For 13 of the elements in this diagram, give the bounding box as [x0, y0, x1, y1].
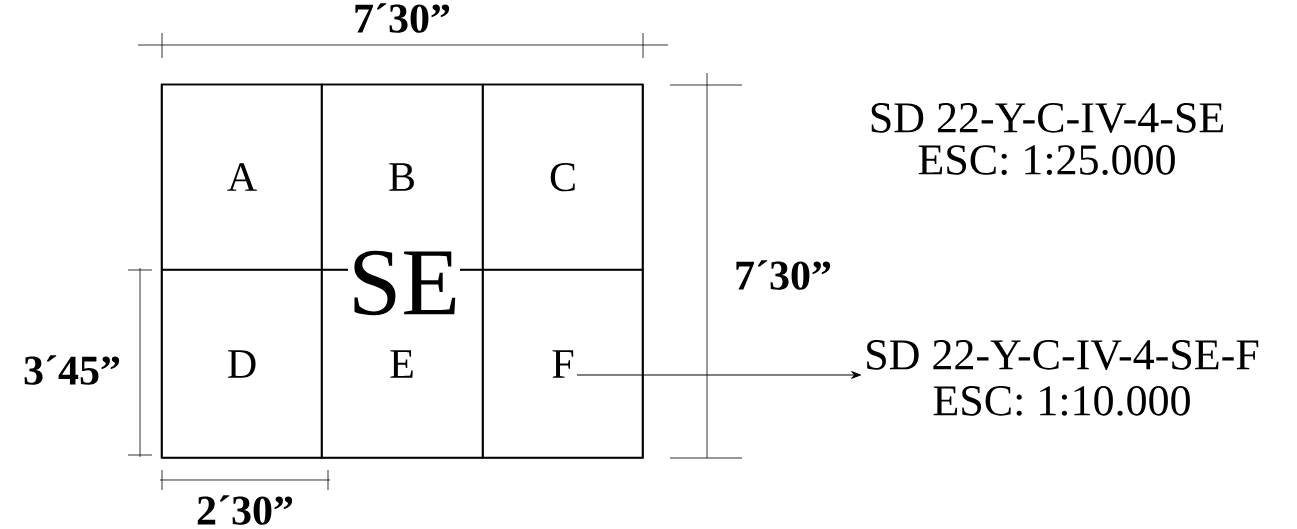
- dimension-label: 7´30”: [736, 260, 831, 290]
- grid-cell: A: [161, 83, 323, 271]
- grid-cell: F: [482, 269, 644, 459]
- grid-cell: D: [161, 269, 323, 459]
- sheet-label: SD 22-Y-C-IV-4-SE-F ESC: 1:10.000: [867, 340, 1259, 416]
- sheet-label: SD 22-Y-C-IV-4-SE: [871, 103, 1224, 133]
- sheet-label: ESC: 1:25.000: [918, 145, 1175, 175]
- dimension-label: 7´30”: [355, 3, 450, 33]
- dimension-label: 3´45”: [24, 355, 120, 385]
- arrow: [576, 371, 862, 379]
- dimension-label: 2´30”: [197, 495, 293, 525]
- grid-cell: C: [482, 83, 644, 271]
- quadrant-label: SE: [348, 250, 461, 316]
